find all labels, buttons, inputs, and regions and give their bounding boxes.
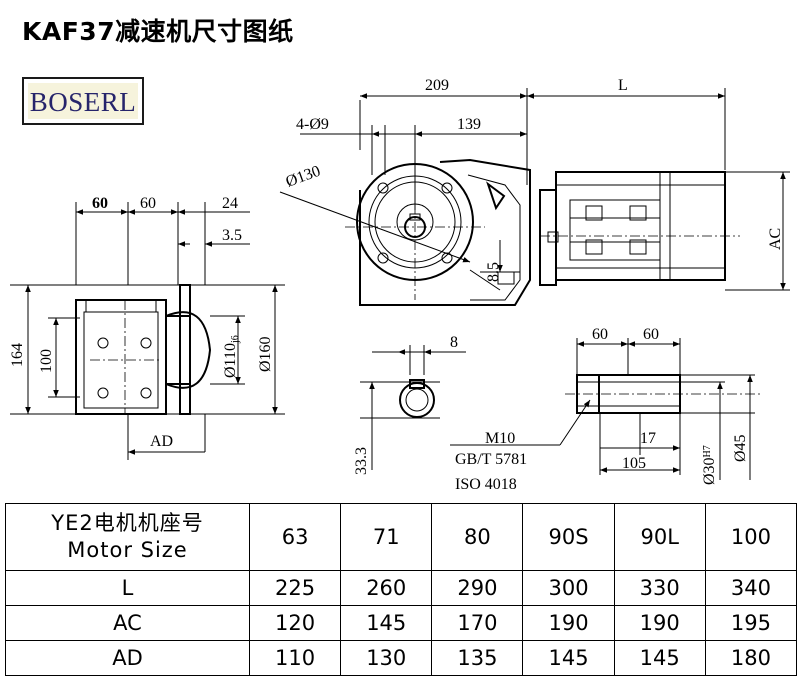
column-header: 90L <box>613 503 706 571</box>
dim-8-5: 8.5 <box>485 262 502 282</box>
dim-139: 139 <box>457 116 481 133</box>
table-row: L 225 260 290 300 330 340 <box>5 570 798 606</box>
table-header-line2: Motor Size <box>67 538 188 562</box>
dim-60-shaft-left: 60 <box>592 326 608 343</box>
dim-diameter-30: Ø30H7 <box>701 445 718 485</box>
table-cell: 190 <box>522 605 615 641</box>
brand-logo-text: BOSERL <box>28 83 138 119</box>
brand-logo: BOSERL <box>22 77 144 125</box>
label-m10: M10 <box>485 430 515 447</box>
dim-diameter-110-value: Ø110 <box>222 343 239 378</box>
table-row: AC 120 145 170 190 190 195 <box>5 605 798 641</box>
table-cell: 130 <box>340 640 433 676</box>
dim-60-shaft-right: 60 <box>643 326 659 343</box>
dim-209: 209 <box>425 77 449 94</box>
dim-8: 8 <box>450 334 458 351</box>
table-row: AD 110 130 135 145 145 180 <box>5 640 798 676</box>
dim-diameter-130: Ø130 <box>284 163 323 191</box>
column-header: 90S <box>522 503 615 571</box>
table-cell: 145 <box>340 605 433 641</box>
table-cell: 300 <box>522 570 615 606</box>
dim-60-bold: 60 <box>92 195 108 212</box>
dim-4-holes-9: 4-Ø9 <box>296 116 329 133</box>
dim-60: 60 <box>140 195 156 212</box>
row-label: AD <box>5 640 250 676</box>
shaft-section-view <box>360 345 466 470</box>
dim-AD: AD <box>150 433 173 450</box>
dim-33-3: 33.3 <box>353 447 370 475</box>
motor-size-table: YE2电机机座号 Motor Size 63 71 80 90S 90L 100… <box>5 503 798 676</box>
dim-3-5: 3.5 <box>222 227 242 244</box>
technical-drawing: 209 L 4-Ø9 139 Ø130 AC 8.5 60 60 24 3.5 … <box>9 77 790 493</box>
dim-164: 164 <box>9 343 26 367</box>
hollow-shaft-detail <box>450 338 760 480</box>
row-label: L <box>5 570 250 606</box>
table-header-row: YE2电机机座号 Motor Size 63 71 80 90S 90L 100 <box>5 503 798 571</box>
dim-diameter-110-tolerance: j6 <box>230 335 241 344</box>
table-cell: 290 <box>431 570 524 606</box>
dim-diameter-30-value: Ø30 <box>701 457 718 485</box>
table-cell: 135 <box>431 640 524 676</box>
side-view <box>10 202 285 460</box>
dim-17: 17 <box>640 430 656 447</box>
table-cell: 145 <box>522 640 615 676</box>
dim-24: 24 <box>222 195 238 212</box>
table-cell: 120 <box>248 605 342 641</box>
column-header: 80 <box>431 503 524 571</box>
table-header-line1: YE2电机机座号 <box>51 511 204 535</box>
table-cell: 225 <box>248 570 342 606</box>
dim-100: 100 <box>38 349 55 373</box>
label-gbt-5781: GB/T 5781 <box>455 451 527 468</box>
label-iso-4018: ISO 4018 <box>455 476 517 493</box>
dim-105: 105 <box>622 455 646 472</box>
front-view <box>279 88 790 306</box>
table-cell: 190 <box>613 605 706 641</box>
dim-L: L <box>618 77 628 94</box>
table-cell: 110 <box>248 640 342 676</box>
table-cell: 145 <box>613 640 706 676</box>
table-cell: 340 <box>704 570 798 606</box>
dim-diameter-110: Ø110j6 <box>222 335 241 378</box>
table-header-cell: YE2电机机座号 Motor Size <box>5 503 250 571</box>
column-header: 63 <box>248 503 342 571</box>
table-cell: 195 <box>704 605 798 641</box>
dim-AC: AC <box>767 228 784 250</box>
column-header: 71 <box>340 503 433 571</box>
dim-diameter-45: Ø45 <box>732 434 749 462</box>
table-cell: 170 <box>431 605 524 641</box>
column-header: 100 <box>704 503 798 571</box>
drawing-title: KAF37减速机尺寸图纸 <box>22 17 294 46</box>
table-cell: 330 <box>613 570 706 606</box>
table-cell: 180 <box>704 640 798 676</box>
dim-diameter-30-tolerance: H7 <box>702 445 713 457</box>
table-cell: 260 <box>340 570 433 606</box>
row-label: AC <box>5 605 250 641</box>
dim-diameter-160: Ø160 <box>257 336 274 372</box>
